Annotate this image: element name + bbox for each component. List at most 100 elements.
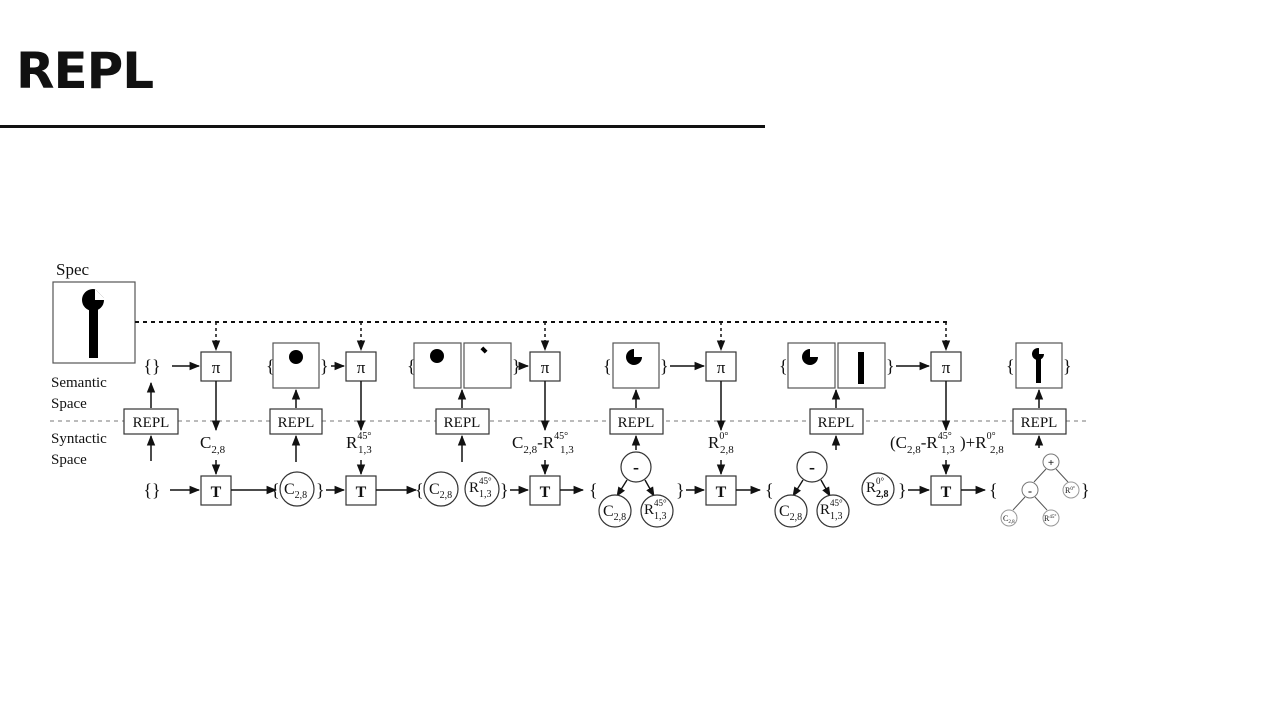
t-box-5: T (930, 475, 962, 506)
svg-text:C2,8: C2,8 (429, 481, 452, 501)
canvas-pacman-2 (787, 342, 836, 389)
t-box-2: T (345, 475, 377, 506)
canvas-bar (837, 342, 886, 389)
svg-text:C2,8: C2,8 (1003, 514, 1015, 525)
node-r45-col5: R45°1,3 (464, 471, 500, 507)
semantic-space-label-2: Space (51, 396, 87, 412)
svg-text:π: π (212, 358, 221, 377)
node-r45-col9: R45°1,3 (816, 494, 850, 528)
t-box-1: T (200, 475, 232, 506)
svg-text:{: { (1006, 356, 1015, 376)
program-label-2: R45°1,3 (346, 431, 372, 456)
canvas-pacman (612, 342, 660, 389)
svg-text:}: } (1063, 356, 1072, 376)
pi-box-4: π (705, 351, 737, 382)
svg-text:REPL: REPL (1021, 415, 1058, 431)
svg-text:π: π (541, 358, 550, 377)
svg-text:}: } (660, 356, 669, 376)
svg-text:}: } (676, 480, 685, 500)
node-c-col7: C2,8 (598, 494, 632, 528)
canvas-circle (272, 342, 320, 389)
svg-text:R45°1,3: R45°1,3 (644, 498, 667, 522)
title-underline (0, 125, 765, 128)
svg-text:R45°: R45° (1044, 514, 1056, 523)
svg-text:-: - (1028, 484, 1032, 498)
svg-text:R0°2,8: R0°2,8 (866, 476, 889, 500)
tree-minus-col7: - (616, 451, 655, 497)
node-r45-col7: R45°1,3 (640, 494, 674, 528)
svg-text:{: { (266, 356, 275, 376)
svg-text:REPL: REPL (818, 415, 855, 431)
svg-text:{: { (589, 480, 598, 500)
svg-text:REPL: REPL (618, 415, 655, 431)
semantic-space-label: Semantic (51, 375, 107, 391)
t-box-4: T (705, 475, 737, 506)
svg-text:}: } (320, 356, 329, 376)
repl-box-1: REPL (123, 408, 179, 435)
svg-text:-: - (633, 457, 639, 477)
svg-text:C2,8: C2,8 (779, 503, 802, 523)
pi-box-3: π (529, 351, 561, 382)
svg-text:T: T (941, 484, 952, 501)
svg-text:{: { (989, 480, 998, 500)
repl-box-5: REPL (809, 408, 864, 435)
empty-set-semantic: {} (143, 356, 160, 376)
node-c-col3: C2,8 (279, 471, 315, 507)
svg-text:{: { (415, 480, 424, 500)
final-tree: + - R0° C2,8 R45° (1000, 453, 1080, 527)
syntactic-space-label-2: Space (51, 452, 87, 468)
svg-text:R0°: R0° (1065, 486, 1075, 495)
spec-box (52, 281, 136, 364)
svg-text:T: T (716, 484, 727, 501)
svg-text:}: } (512, 356, 521, 376)
svg-text:T: T (356, 484, 367, 501)
svg-text:R45°1,3: R45°1,3 (820, 498, 843, 522)
t-box-3: T (529, 475, 561, 506)
svg-text:π: π (942, 358, 951, 377)
svg-text:}: } (886, 356, 895, 376)
program-label-3: C2,8-R45°1,3 (512, 431, 574, 456)
canvas-rotated-rect (463, 342, 512, 389)
node-c-col5: C2,8 (423, 471, 459, 507)
repl-box-6: REPL (1012, 408, 1067, 435)
svg-text:C2,8: C2,8 (603, 503, 626, 523)
svg-text:T: T (211, 484, 222, 501)
svg-text:}: } (316, 480, 325, 500)
program-label-4: R0°2,8 (708, 431, 734, 456)
svg-text:REPL: REPL (133, 415, 170, 431)
svg-text:C2,8: C2,8 (284, 481, 307, 501)
svg-text:π: π (717, 358, 726, 377)
svg-text:T: T (540, 484, 551, 501)
svg-text:{: { (271, 480, 280, 500)
spec-key-shape (82, 289, 106, 358)
svg-text:{: { (765, 480, 774, 500)
repl-box-2: REPL (269, 408, 323, 435)
svg-text:R45°1,3: R45°1,3 (469, 476, 492, 500)
pi-box-2: π (345, 351, 377, 382)
node-c-col9: C2,8 (774, 494, 808, 528)
slide-title: REPL (16, 42, 154, 100)
pi-box-1: π (200, 351, 232, 382)
canvas-key (1015, 342, 1063, 389)
pi-box-5: π (930, 351, 962, 382)
svg-text:{: { (407, 356, 416, 376)
syntactic-space-label: Syntactic (51, 431, 107, 447)
program-label-5: (C2,8-R45°1,3)+R0°2,8 (890, 431, 1004, 456)
program-label-1: C2,8 (200, 433, 226, 456)
tree-minus-col9: - (792, 451, 831, 497)
svg-text:REPL: REPL (278, 415, 315, 431)
node-r0-col9: R0°2,8 (861, 472, 895, 506)
svg-text:}: } (898, 480, 907, 500)
svg-text:π: π (357, 358, 366, 377)
svg-text:+: + (1048, 457, 1054, 469)
repl-box-4: REPL (609, 408, 664, 435)
spec-label: Spec (56, 260, 90, 279)
empty-set-syntactic: {} (143, 480, 160, 500)
svg-text:REPL: REPL (444, 415, 481, 431)
svg-text:-: - (809, 457, 815, 477)
svg-text:}: } (500, 480, 509, 500)
canvas-circle-2 (413, 342, 462, 389)
repl-box-3: REPL (435, 408, 490, 435)
svg-text:{: { (779, 356, 788, 376)
